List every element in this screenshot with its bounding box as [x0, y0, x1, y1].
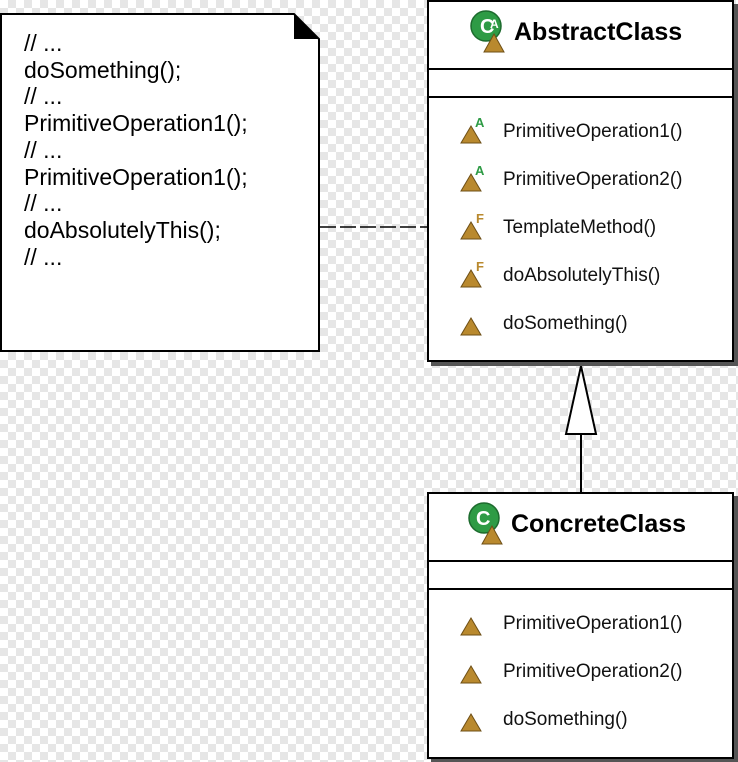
svg-text:A: A [475, 164, 485, 178]
attribute-compartment [429, 562, 732, 590]
note-line: // ... [24, 190, 63, 217]
svg-text:A: A [475, 116, 485, 130]
abstract-method-icon: A [460, 164, 485, 192]
operation-row[interactable]: F TemplateMethod() [429, 212, 729, 242]
method-icon [460, 665, 482, 684]
attribute-compartment [429, 70, 732, 98]
operation-label: PrimitiveOperation1() [503, 613, 683, 634]
svg-text:C: C [480, 16, 494, 38]
inheritance-arrowhead [564, 365, 598, 435]
note-line: PrimitiveOperation1(); [24, 163, 248, 190]
note-line: doSomething(); [24, 56, 182, 83]
method-icon [460, 617, 482, 636]
operation-label: doAbsolutelyThis() [503, 265, 661, 286]
operation-row[interactable]: PrimitiveOperation2() [429, 656, 729, 686]
note-line: // ... [24, 83, 63, 110]
note-line: // ... [24, 136, 63, 163]
class-name: ConcreteClass [511, 510, 687, 538]
class-header: C ConcreteClass [429, 494, 732, 562]
method-icon [460, 713, 482, 732]
note-text: // ... doSomething(); // ... PrimitiveOp… [24, 30, 248, 270]
operation-row[interactable]: A PrimitiveOperation2() [429, 164, 729, 194]
class-icon: C [468, 502, 503, 545]
svg-text:F: F [476, 260, 484, 274]
note-line: // ... [24, 243, 63, 270]
operation-label: PrimitiveOperation2() [503, 169, 683, 190]
operation-label: PrimitiveOperation1() [503, 121, 683, 142]
note-line: // ... [24, 30, 63, 56]
operation-row[interactable]: F doAbsolutelyThis() [429, 260, 729, 290]
note-line: doAbsolutelyThis(); [24, 216, 221, 243]
abstract-class-box[interactable]: C A AbstractClass A PrimitiveOperation1(… [427, 0, 734, 362]
svg-text:C: C [476, 508, 490, 530]
method-icon [460, 317, 482, 336]
operation-label: TemplateMethod() [503, 217, 657, 238]
operation-label: PrimitiveOperation2() [503, 661, 683, 682]
svg-text:F: F [476, 212, 484, 226]
concrete-class-box[interactable]: C ConcreteClass PrimitiveOperation1() Pr… [427, 492, 734, 759]
operation-label: doSomething() [503, 709, 628, 730]
note-shape [0, 13, 320, 352]
svg-text:A: A [490, 17, 499, 31]
operation-row[interactable]: A PrimitiveOperation1() [429, 116, 729, 146]
operation-label: doSomething() [503, 313, 628, 334]
class-name: AbstractClass [514, 18, 683, 46]
abstract-method-icon: A [460, 116, 485, 144]
final-method-icon: F [460, 212, 484, 240]
final-method-icon: F [460, 260, 484, 288]
class-header: C A AbstractClass [429, 2, 732, 70]
note-line: PrimitiveOperation1(); [24, 110, 248, 137]
operation-row[interactable]: PrimitiveOperation1() [429, 608, 729, 638]
operation-row[interactable]: doSomething() [429, 704, 729, 734]
operation-row[interactable]: doSomething() [429, 308, 729, 338]
code-note: // ... doSomething(); // ... PrimitiveOp… [0, 13, 320, 352]
abstract-class-icon: C A [470, 10, 505, 53]
